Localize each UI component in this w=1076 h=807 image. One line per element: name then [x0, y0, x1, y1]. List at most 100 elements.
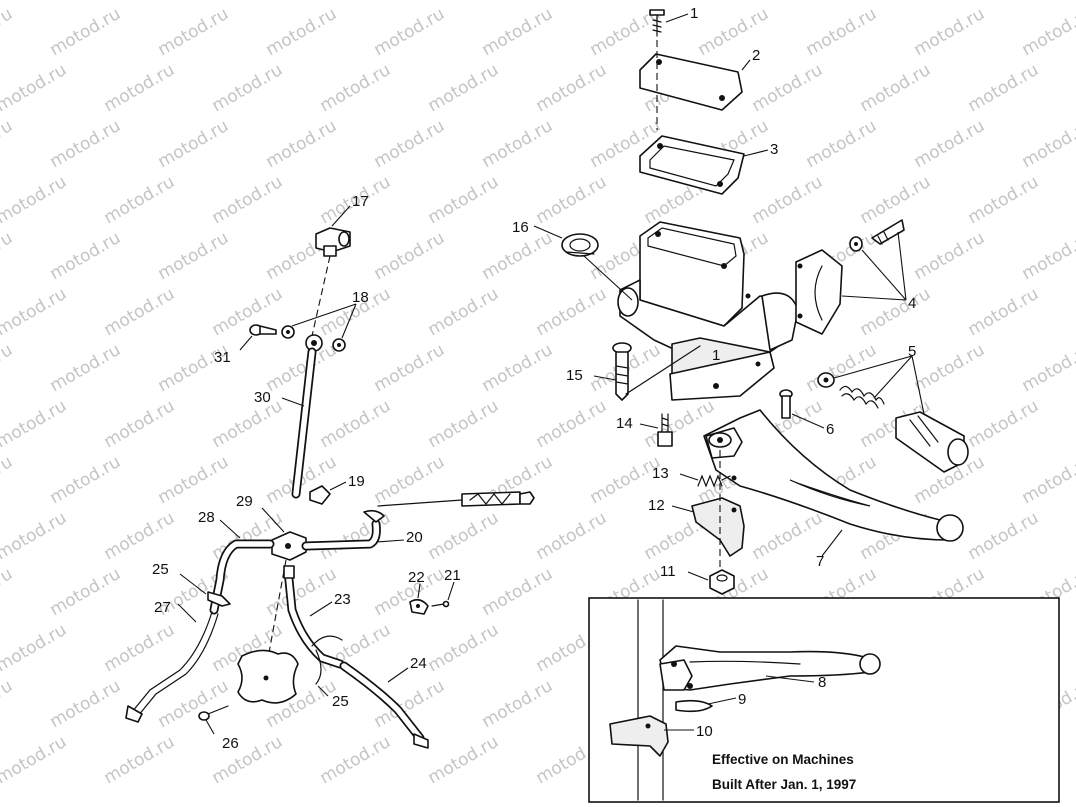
bolt-31: [249, 324, 277, 336]
inset-caption-line2: Built After Jan. 1, 1997: [712, 777, 856, 792]
watermark-text: motod.ru: [263, 340, 341, 396]
watermark-text: motod.ru: [155, 676, 233, 732]
watermark-text: motod.ru: [0, 0, 70, 4]
watermark-text: motod.ru: [317, 60, 395, 116]
callout-19: 19: [348, 473, 365, 490]
watermark-text: motod.ru: [533, 0, 611, 4]
watermark-text: motod.ru: [0, 116, 16, 172]
watermark-text: motod.ru: [0, 508, 70, 564]
watermark-text: motod.ru: [371, 228, 449, 284]
watermark-text: motod.ru: [0, 452, 16, 508]
watermark-text: motod.ru: [47, 452, 125, 508]
reservoir-cover: [639, 53, 743, 111]
callout-24: 24: [410, 655, 427, 672]
watermark-text: motod.ru: [425, 284, 503, 340]
watermark-text: motod.ru: [965, 172, 1043, 228]
callout-2: 2: [752, 47, 760, 64]
watermark-text: motod.ru: [0, 564, 16, 620]
watermark-text: motod.ru: [533, 396, 611, 452]
watermark-text: motod.ru: [209, 172, 287, 228]
watermark-text: motod.ru: [425, 620, 503, 676]
handlebar-clamp: [795, 249, 843, 335]
watermark-text: motod.ru: [371, 116, 449, 172]
callout-6: 6: [826, 421, 834, 438]
watermark-text: motod.ru: [371, 4, 449, 60]
callout-17: 17: [352, 193, 369, 210]
callout-21: 21: [444, 567, 461, 584]
watermark-text: motod.ru: [533, 508, 611, 564]
watermark-text: motod.ru: [695, 4, 773, 60]
watermark-text: motod.ru: [749, 60, 827, 116]
watermark-text: motod.ru: [101, 0, 179, 4]
watermark-text: motod.ru: [101, 396, 179, 452]
watermark-text: motod.ru: [155, 4, 233, 60]
inset-bracket: [609, 715, 669, 757]
watermark-text: motod.ru: [533, 284, 611, 340]
return-spring: [697, 474, 723, 488]
watermark-text: motod.ru: [371, 340, 449, 396]
watermark-text: motod.ru: [425, 396, 503, 452]
inset-frame: [588, 597, 1060, 803]
bolt-15: [612, 342, 632, 401]
watermark-text: motod.ru: [209, 60, 287, 116]
callout-9: 9: [738, 691, 746, 708]
watermark-text: motod.ru: [425, 732, 503, 788]
watermark-text: motod.ru: [0, 620, 70, 676]
watermark-text: motod.ru: [749, 172, 827, 228]
watermark-text: motod.ru: [101, 284, 179, 340]
watermark-text: motod.ru: [317, 0, 395, 4]
callout-10: 10: [696, 723, 713, 740]
brake-line-27: [131, 611, 213, 713]
watermark-text: motod.ru: [0, 172, 70, 228]
watermark-text: motod.ru: [1019, 340, 1076, 396]
watermark-text: motod.ru: [965, 284, 1043, 340]
line-clip-lower: [311, 635, 343, 647]
watermark-text: motod.ru: [155, 116, 233, 172]
callout-30: 30: [254, 389, 271, 406]
callout-4: 4: [908, 295, 916, 312]
watermark-text: motod.ru: [1019, 452, 1076, 508]
watermark-text: motod.ru: [965, 0, 1043, 4]
watermark-text: motod.ru: [857, 60, 935, 116]
callout-13: 13: [652, 465, 669, 482]
watermark-text: motod.ru: [749, 508, 827, 564]
pivot-pin: [779, 389, 793, 419]
watermark-text: motod.ru: [965, 60, 1043, 116]
watermark-text: motod.ru: [209, 508, 287, 564]
watermark-text: motod.ru: [965, 396, 1043, 452]
inset-caption-line1: Effective on Machines: [712, 752, 854, 767]
watermark-text: motod.ru: [1019, 228, 1076, 284]
callout-27: 27: [154, 599, 171, 616]
watermark-text: motod.ru: [209, 732, 287, 788]
watermark-text: motod.ru: [155, 452, 233, 508]
watermark-text: motod.ru: [47, 4, 125, 60]
callout-16: 16: [512, 219, 529, 236]
reservoir-gasket: [639, 135, 745, 195]
callout-7: 7: [816, 553, 824, 570]
callout-20: 20: [406, 529, 423, 546]
brake-line-assembly: 17 18 31 30 19 29: [125, 193, 535, 752]
callout-11: 11: [660, 563, 676, 580]
watermark-text: motod.ru: [911, 4, 989, 60]
watermark-text: motod.ru: [425, 60, 503, 116]
watermark-text: motod.ru: [479, 4, 557, 60]
watermark-text: motod.ru: [0, 340, 16, 396]
boot-seal: [561, 233, 599, 257]
lever-bracket: [691, 497, 745, 557]
inset-pin: [675, 699, 713, 713]
watermark-text: motod.ru: [47, 116, 125, 172]
inset-panel: 8 9 10 Effective on Machines Built After…: [588, 597, 1060, 803]
watermark-text: motod.ru: [479, 116, 557, 172]
callout-5: 5: [908, 343, 916, 360]
watermark-text: motod.ru: [47, 228, 125, 284]
callout-18: 18: [352, 289, 369, 306]
watermark-text: motod.ru: [263, 116, 341, 172]
callout-25-right: 25: [332, 693, 349, 710]
callout-22: 22: [408, 569, 425, 586]
callout-28: 28: [198, 509, 215, 526]
callout-26: 26: [222, 735, 239, 752]
watermark-text: motod.ru: [263, 564, 341, 620]
watermark-text: motod.ru: [425, 508, 503, 564]
line-clip-upper: [207, 591, 231, 607]
